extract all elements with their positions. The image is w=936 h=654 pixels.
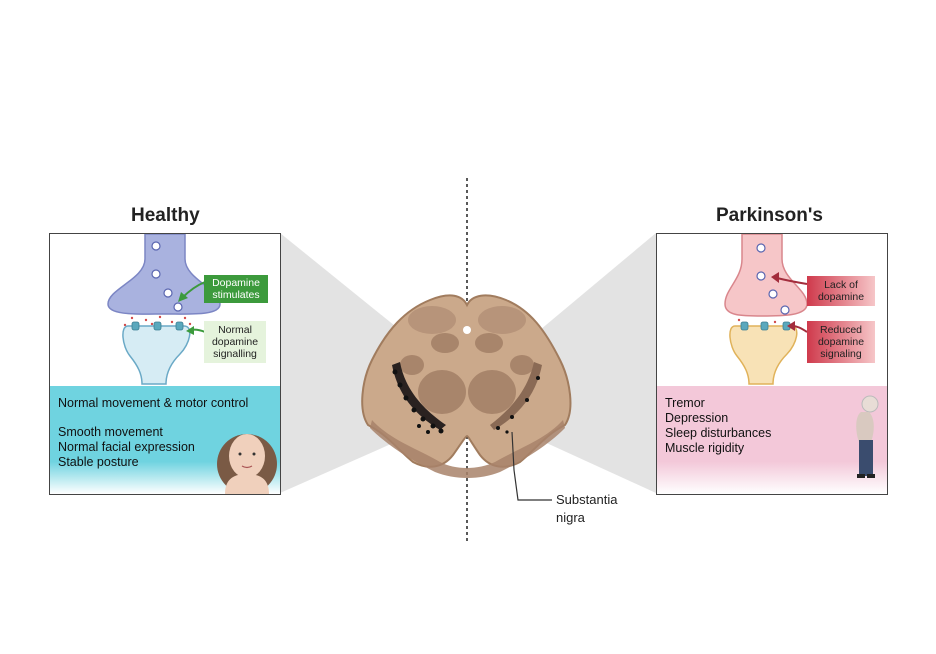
- vesicle: [173, 302, 183, 312]
- healthy-title: Healthy: [131, 205, 200, 226]
- parkinsons-panel: Lack of dopamine Reduced dopamine signal…: [656, 233, 888, 495]
- vesicle: [151, 269, 161, 279]
- healthy-box-heading: Normal movement & motor control: [58, 396, 249, 410]
- postsynaptic-terminal: [729, 325, 798, 385]
- dopamine-molecules: [737, 318, 777, 324]
- lack-arrow: [776, 277, 808, 285]
- receptors: [740, 321, 791, 331]
- parkinsons-title: Parkinson's: [716, 205, 823, 226]
- normal-signalling-tag: Normal dopamine signalling: [204, 321, 266, 363]
- vesicle: [756, 243, 766, 253]
- substantia-nigra-label-line2: nigra: [556, 510, 585, 525]
- parkinsons-symptom-box: Tremor Depression Sleep disturbances Mus…: [657, 386, 887, 494]
- postsynaptic-terminal: [122, 325, 191, 385]
- healthy-panel: Dopamine stimulates Normal dopamine sign…: [49, 233, 281, 495]
- healthy-box-item-1: Smooth movement: [58, 425, 163, 439]
- substantia-nigra-pointer: [511, 431, 552, 501]
- reduced-signaling-tag: Reduced dopamine signaling: [807, 321, 875, 363]
- dopamine-molecules: [123, 315, 192, 327]
- substantia-nigra-label-line1: Substantia: [556, 492, 618, 507]
- healthy-box-item-3: Stable posture: [58, 455, 139, 469]
- parkinsons-synapse: [724, 234, 808, 385]
- healthy-synapse: [107, 234, 221, 385]
- woman-face-icon: [217, 434, 277, 494]
- dopamine-stimulates-tag: Dopamine stimulates: [204, 275, 268, 303]
- vesicle: [756, 271, 766, 281]
- pd-box-item-1: Tremor: [665, 396, 705, 410]
- brainstem-section: [361, 294, 572, 478]
- pd-zoom-funnel: [540, 233, 656, 493]
- vesicle: [163, 288, 173, 298]
- pd-box-item-2: Depression: [665, 411, 729, 425]
- receptors: [131, 321, 184, 331]
- healthy-box-item-2: Normal facial expression: [58, 440, 195, 454]
- vesicle: [780, 305, 790, 315]
- lack-of-dopamine-tag: Lack of dopamine: [807, 276, 875, 306]
- vesicle: [768, 289, 778, 299]
- pd-box-item-3: Sleep disturbances: [665, 426, 772, 440]
- vesicle: [151, 241, 161, 251]
- healthy-symptom-box: Normal movement & motor control Smooth m…: [50, 386, 280, 494]
- elderly-man-icon: [856, 395, 879, 478]
- presynaptic-terminal: [724, 234, 808, 317]
- pd-box-item-4: Muscle rigidity: [665, 441, 745, 455]
